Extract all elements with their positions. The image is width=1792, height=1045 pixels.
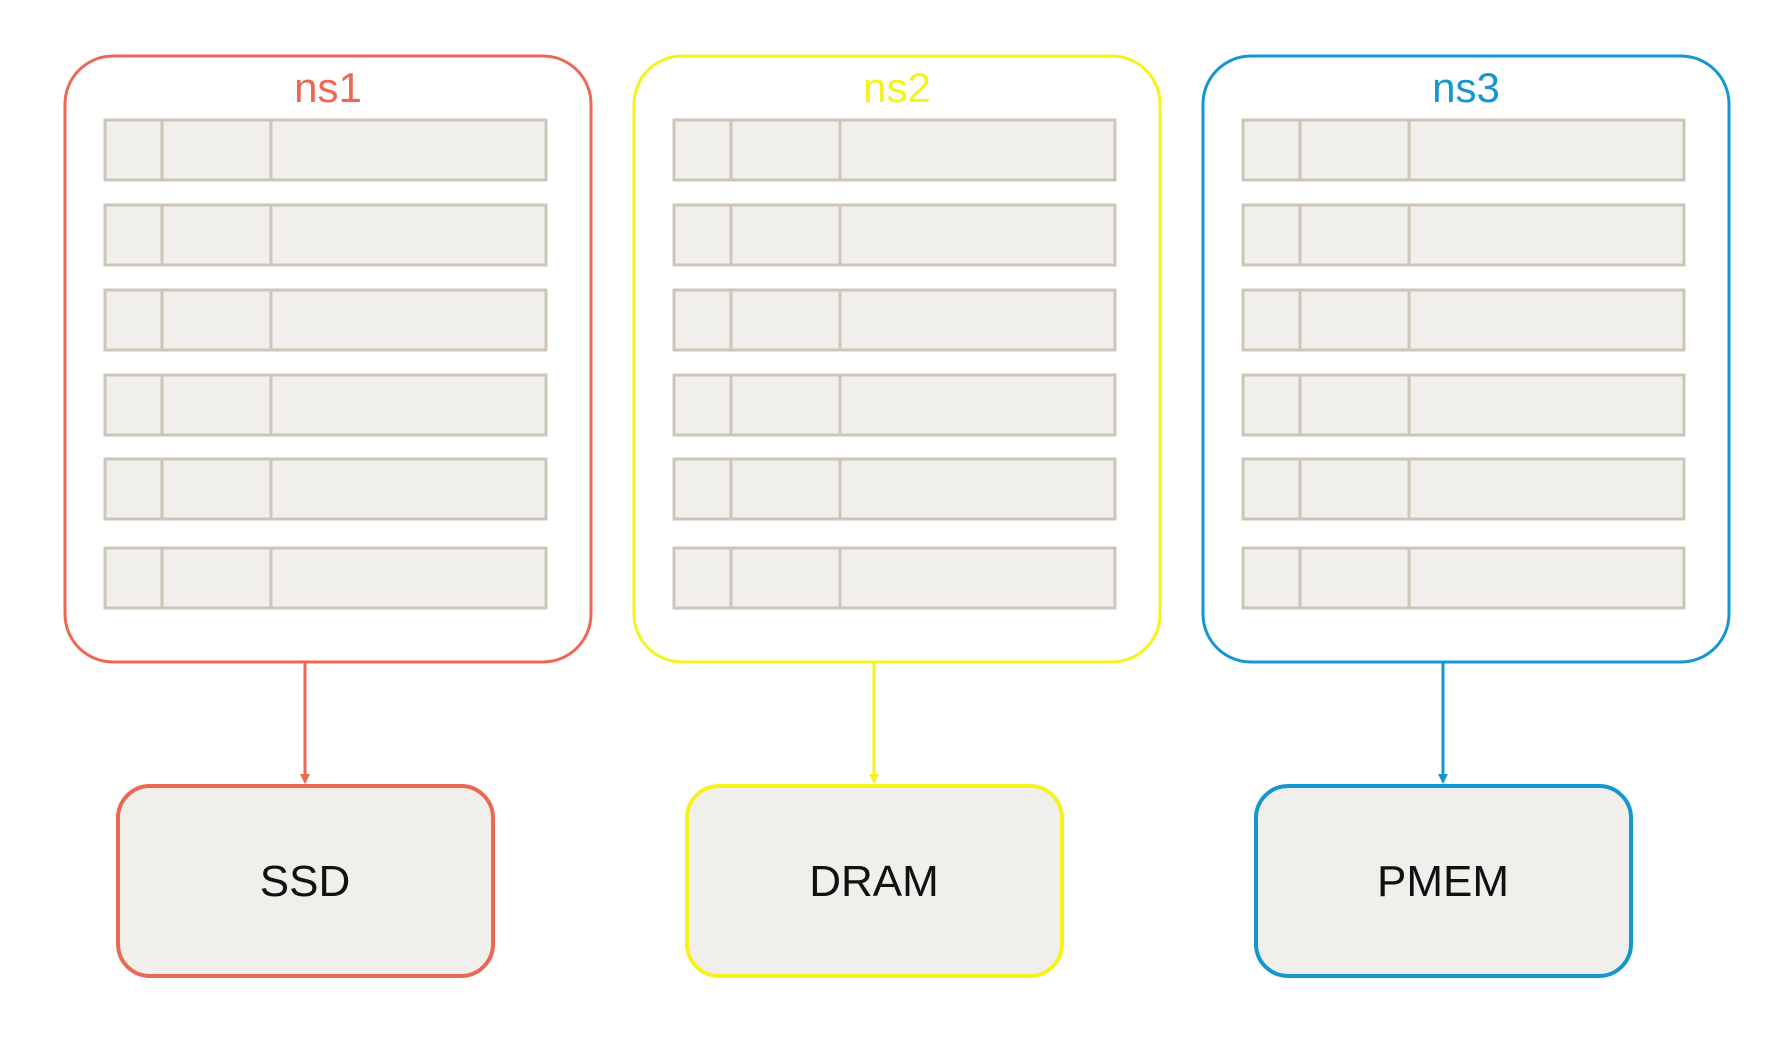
table-row: [103, 288, 548, 352]
table-row: [103, 546, 548, 610]
namespace-container: [632, 54, 1162, 664]
namespace-ns2: ns2 DRAM: [632, 54, 1162, 978]
device-label: SSD: [260, 857, 350, 906]
device-box: [1254, 784, 1633, 978]
table-row: [1241, 457, 1686, 521]
table-row: [672, 118, 1117, 182]
table-row: [1241, 373, 1686, 437]
table-row: [672, 203, 1117, 267]
namespace-label: ns3: [1432, 64, 1500, 111]
device-box: [116, 784, 495, 978]
table-row: [103, 203, 548, 267]
table-row: [103, 457, 548, 521]
table-row: [103, 118, 548, 182]
table-row: [672, 288, 1117, 352]
namespace-label: ns1: [294, 64, 362, 111]
namespace-container: [63, 54, 593, 664]
table-row: [1241, 288, 1686, 352]
namespace-ns3: ns3 PMEM: [1201, 54, 1731, 978]
table-row: [672, 457, 1117, 521]
namespace-label: ns2: [863, 64, 931, 111]
table-row: [1241, 203, 1686, 267]
table-row: [1241, 118, 1686, 182]
namespace-ns1: ns1 SSD: [63, 54, 593, 978]
device-box: [685, 784, 1064, 978]
namespace-container: [1201, 54, 1731, 664]
device-label: PMEM: [1377, 857, 1509, 906]
table-row: [103, 373, 548, 437]
table-row: [672, 546, 1117, 610]
table-row: [672, 373, 1117, 437]
device-label: DRAM: [809, 857, 939, 906]
table-row: [1241, 546, 1686, 610]
